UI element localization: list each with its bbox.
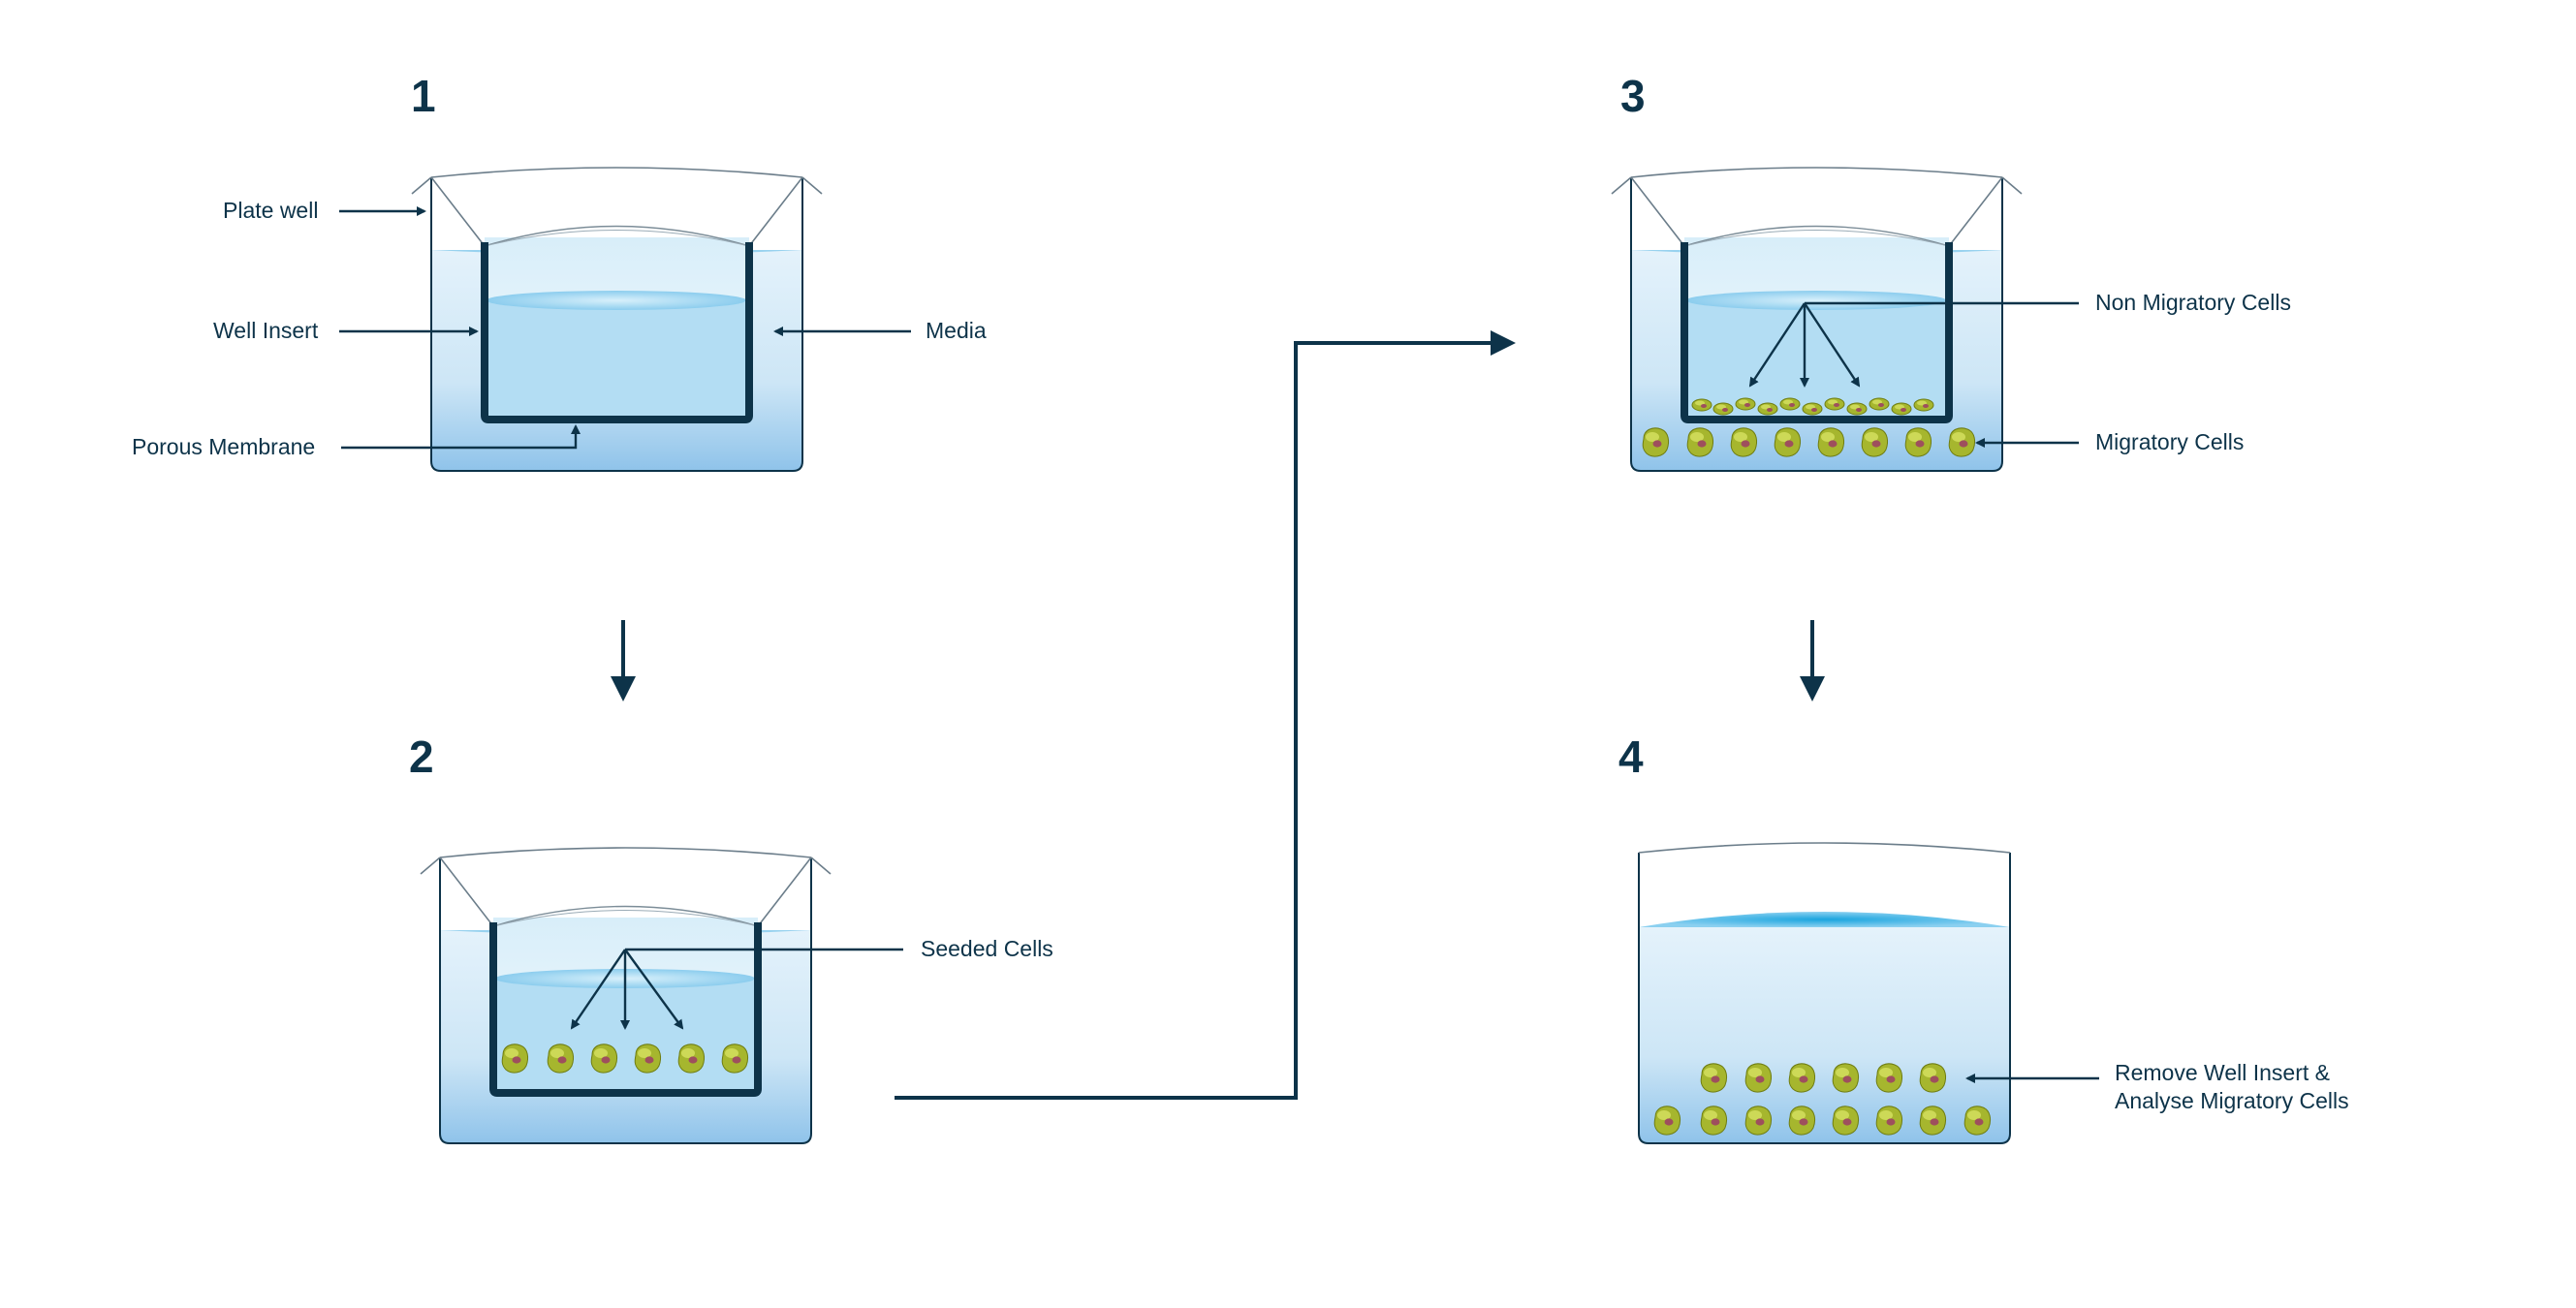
cell-icon <box>1963 1106 1992 1136</box>
cell-icon <box>1846 402 1868 416</box>
cell-icon <box>1948 427 1976 457</box>
cell-icon <box>1744 1063 1773 1093</box>
well-insert-icon <box>430 176 803 423</box>
cell-icon <box>1757 402 1778 416</box>
seeded-cells-label: Seeded Cells <box>921 936 1053 961</box>
cell-icon <box>1869 397 1890 411</box>
cell-icon <box>1735 397 1756 411</box>
cell-icon <box>1875 1106 1903 1136</box>
step-2: 2 <box>409 732 1053 1144</box>
cell-icon <box>721 1043 749 1074</box>
cell-icon <box>1913 398 1934 412</box>
label-migratory: Migratory Cells <box>1975 429 2244 454</box>
cell-icon <box>1832 1106 1860 1136</box>
step-1-number: 1 <box>411 71 436 121</box>
flow-arrow-icon <box>895 330 1516 1100</box>
step-4: 4 Remove Well Insert <box>1618 732 2349 1144</box>
cell-icon <box>1653 1106 1681 1136</box>
step-1: 1 Plate well Well Insert <box>132 71 987 472</box>
label-plate-well: Plate well <box>223 198 426 223</box>
cell-icon <box>1904 427 1932 457</box>
cell-icon <box>1788 1063 1816 1093</box>
media-label: Media <box>926 318 987 343</box>
cell-icon <box>1802 402 1823 416</box>
cell-icon <box>1774 427 1802 457</box>
cell-icon <box>1919 1106 1947 1136</box>
cell-icon <box>590 1043 618 1074</box>
non-migratory-label: Non Migratory Cells <box>2095 290 2291 315</box>
porous-membrane-label: Porous Membrane <box>132 434 315 459</box>
cell-icon <box>1642 427 1670 457</box>
well-insert-label: Well Insert <box>213 318 319 343</box>
cell-icon <box>1691 398 1712 412</box>
step-3-number: 3 <box>1620 71 1646 121</box>
cell-icon <box>1779 397 1801 411</box>
cell-icon <box>634 1043 662 1074</box>
remove-insert-label-line2: Analyse Migratory Cells <box>2115 1088 2349 1113</box>
label-non-migratory: Non Migratory Cells <box>1748 290 2291 388</box>
label-well-insert: Well Insert <box>213 318 479 343</box>
plate-well-icon <box>1638 842 2011 1144</box>
cell-icon <box>1832 1063 1860 1093</box>
label-remove-insert: Remove Well Insert & Analyse Migratory C… <box>1965 1060 2349 1113</box>
cell-icon <box>1861 427 1889 457</box>
cell-icon <box>1891 402 1912 416</box>
label-seeded-cells: Seeded Cells <box>570 936 1053 1030</box>
cell-icon <box>1919 1063 1947 1093</box>
label-media: Media <box>773 318 987 343</box>
remove-insert-label-line1: Remove Well Insert & <box>2115 1060 2330 1085</box>
cell-icon <box>1686 427 1714 457</box>
cell-icon <box>1730 427 1758 457</box>
cell-icon <box>1700 1106 1728 1136</box>
cell-icon <box>1817 427 1845 457</box>
cell-icon <box>677 1043 706 1074</box>
cell-icon <box>501 1043 529 1074</box>
cell-icon <box>547 1043 575 1074</box>
cell-icon <box>1744 1106 1773 1136</box>
step-3: 3 <box>1611 71 2291 472</box>
cell-icon <box>1712 402 1734 416</box>
cell-icon <box>1788 1106 1816 1136</box>
cell-icon <box>1824 397 1845 411</box>
step-2-number: 2 <box>409 732 434 782</box>
cell-icon <box>1875 1063 1903 1093</box>
well-insert-icon <box>1630 176 2003 423</box>
plate-well-label: Plate well <box>223 198 318 223</box>
step-4-number: 4 <box>1618 732 1644 782</box>
cell-icon <box>1700 1063 1728 1093</box>
migratory-label: Migratory Cells <box>2095 429 2244 454</box>
label-porous-membrane: Porous Membrane <box>132 424 581 459</box>
